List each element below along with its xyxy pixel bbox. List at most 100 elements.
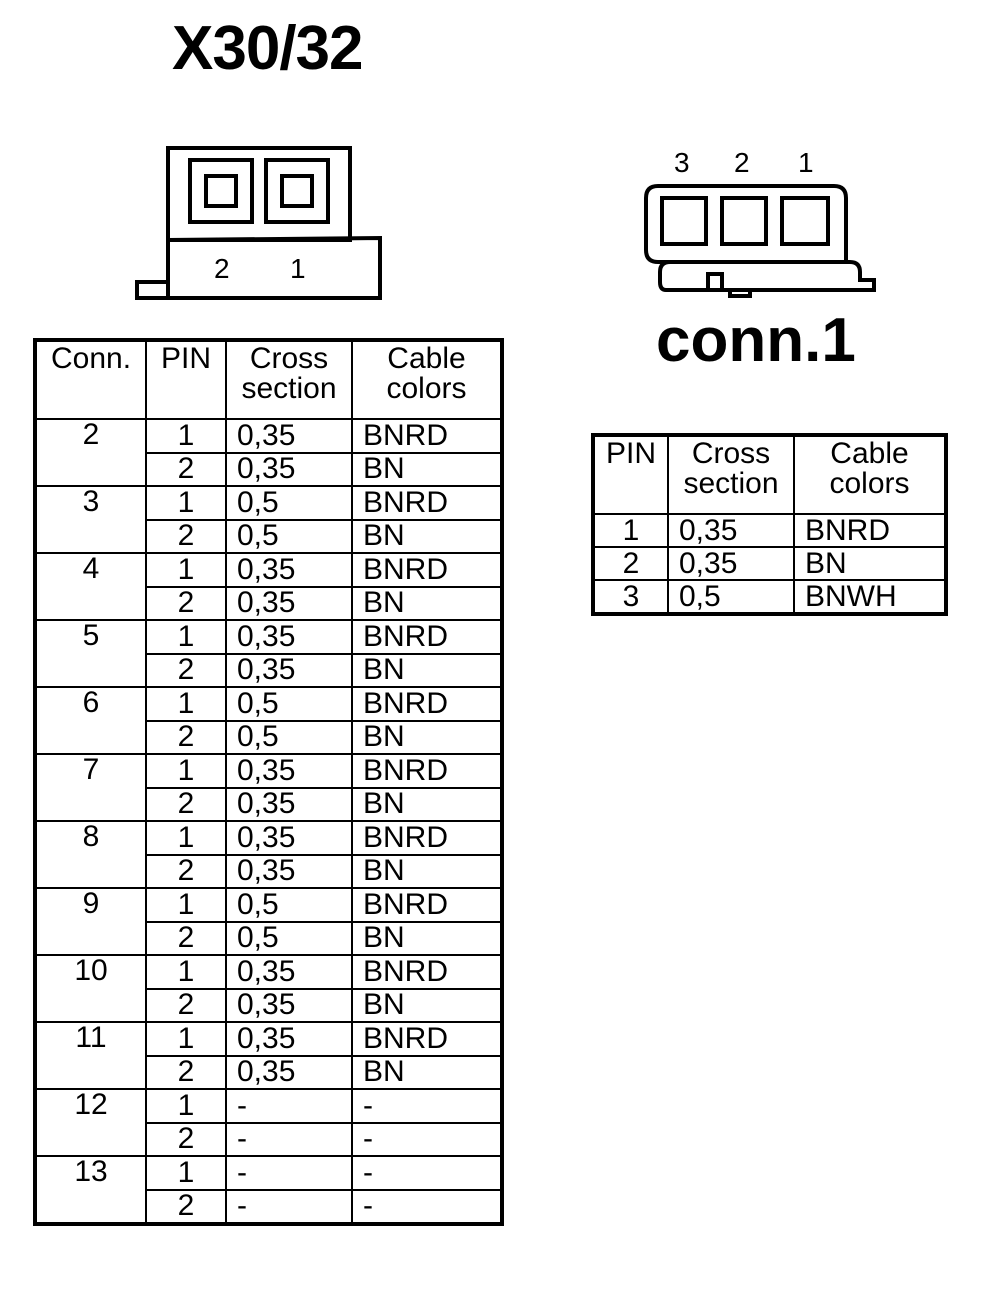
cross-section-cell: - <box>225 1188 353 1225</box>
conn-cell: 4 <box>34 552 147 621</box>
cross-section-cell: 0,35 <box>225 1021 353 1057</box>
cable-color-cell: BNRD <box>351 552 503 588</box>
pin-cell: 1 <box>145 820 227 856</box>
conn-cell: 9 <box>34 887 147 956</box>
pin-cell: 2 <box>145 1121 227 1157</box>
pin-cell: 2 <box>145 920 227 956</box>
cable-color-cell: BN <box>351 652 503 688</box>
cross-section-cell: 0,35 <box>667 546 795 581</box>
cable-color-cell: BN <box>351 853 503 889</box>
cross-section-cell: 0,35 <box>225 451 353 487</box>
title-conn-1: conn.1 <box>656 306 856 375</box>
pin-cell: 1 <box>145 418 227 454</box>
cable-color-cell: BN <box>351 786 503 822</box>
connector-x30-32-icon <box>135 146 382 300</box>
conn-cell: 5 <box>34 619 147 688</box>
conn-cell: 8 <box>34 820 147 889</box>
pin-cell: 2 <box>145 451 227 487</box>
pin-cell: 3 <box>592 579 669 615</box>
cross-section-cell: - <box>225 1121 353 1157</box>
cross-section-cell: 0,35 <box>225 820 353 856</box>
pin-cell: 2 <box>145 652 227 688</box>
pin-cell: 2 <box>145 719 227 755</box>
cross-section-cell: 0,35 <box>225 786 353 822</box>
cross-section-cell: 0,5 <box>225 485 353 521</box>
cable-color-cell: BNRD <box>351 753 503 789</box>
cross-section-cell: 0,5 <box>225 686 353 722</box>
connector-1-pin-label: 1 <box>798 147 814 178</box>
cable-color-cell: BNWH <box>793 579 947 615</box>
conn-cell: 13 <box>34 1155 147 1225</box>
pin-cell: 1 <box>145 887 227 923</box>
pin-cell: 2 <box>145 1188 227 1225</box>
cross-section-cell: 0,35 <box>225 954 353 990</box>
cable-color-cell: BNRD <box>793 513 947 548</box>
cable-color-cell: BNRD <box>351 820 503 856</box>
cable-color-cell: BNRD <box>351 485 503 521</box>
cable-color-cell: BN <box>351 585 503 621</box>
cross-section-cell: 0,5 <box>225 518 353 554</box>
conn-cell: 3 <box>34 485 147 554</box>
cross-section-cell: 0,5 <box>225 920 353 956</box>
cable-color-cell: - <box>351 1188 503 1225</box>
cable-color-cell: BNRD <box>351 619 503 655</box>
connector-x-pin-label: 2 <box>214 253 230 284</box>
cross-section-cell: 0,35 <box>225 987 353 1023</box>
header-pin: PIN <box>145 339 227 420</box>
pin-cell: 1 <box>592 513 669 548</box>
connector-1-pin-label: 3 <box>674 147 690 178</box>
table-row: 2-- <box>35 1121 503 1157</box>
pin-cell: 2 <box>145 987 227 1023</box>
pin-cell: 1 <box>145 552 227 588</box>
cable-color-cell: BN <box>351 1054 503 1090</box>
pin-cell: 2 <box>145 786 227 822</box>
cable-color-cell: - <box>351 1088 503 1124</box>
cross-section-cell: 0,35 <box>225 1054 353 1090</box>
connector-x-pin-label: 1 <box>290 253 306 284</box>
cross-section-cell: 0,5 <box>667 579 795 615</box>
header-conn: Conn. <box>34 339 147 420</box>
pin-cell: 1 <box>145 619 227 655</box>
pin-cell: 1 <box>145 1021 227 1057</box>
cross-section-cell: 0,5 <box>225 719 353 755</box>
pin-cell: 2 <box>145 585 227 621</box>
cross-section-cell: 0,35 <box>225 652 353 688</box>
header-pin: PIN <box>592 434 669 515</box>
pin-cell: 1 <box>145 485 227 521</box>
cross-section-cell: - <box>225 1155 353 1191</box>
title-x30-32: X30/32 <box>172 14 364 83</box>
cable-color-cell: BNRD <box>351 887 503 923</box>
cable-color-cell: - <box>351 1121 503 1157</box>
conn-cell: 11 <box>34 1021 147 1090</box>
cross-section-cell: 0,35 <box>225 418 353 454</box>
cable-color-cell: BNRD <box>351 954 503 990</box>
cross-section-cell: 0,35 <box>667 513 795 548</box>
pin-cell: 1 <box>145 1155 227 1191</box>
table-row: 2-- <box>35 1188 503 1225</box>
cross-section-cell: 0,35 <box>225 585 353 621</box>
pin-cell: 2 <box>145 1054 227 1090</box>
cross-section-cell: 0,35 <box>225 552 353 588</box>
